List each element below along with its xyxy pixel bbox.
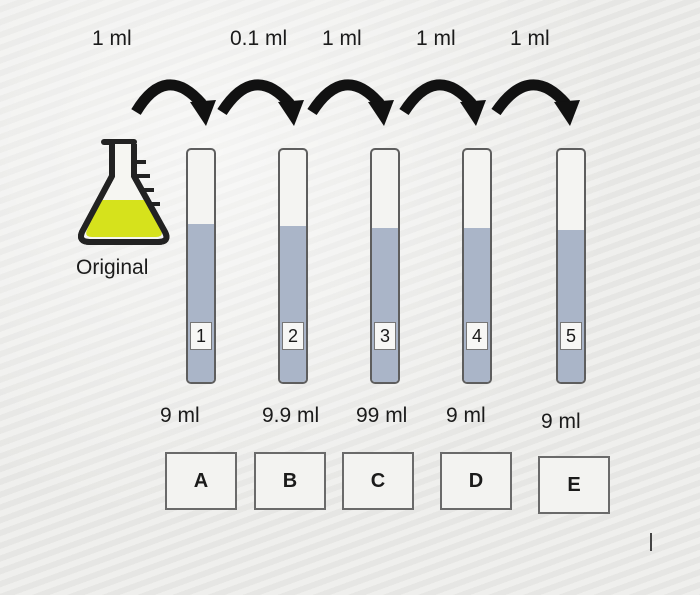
text-cursor <box>650 533 652 551</box>
transfer-volume-4: 1 ml <box>416 27 456 50</box>
diluent-volume-2: 9.9 ml <box>262 404 320 427</box>
answer-box-e[interactable]: E <box>538 456 610 514</box>
transfer-arrowhead-3 <box>368 100 394 126</box>
flask-icon <box>78 139 170 245</box>
transfer-arrow-1 <box>131 79 207 115</box>
diluent-volume-5: 9 ml <box>541 410 581 433</box>
test-tube-4: 4 <box>462 148 492 384</box>
tube-liquid <box>188 224 214 382</box>
transfer-volume-5: 1 ml <box>510 27 550 50</box>
transfer-volume-3: 1 ml <box>322 27 362 50</box>
tube-liquid <box>372 228 398 382</box>
answer-box-b[interactable]: B <box>254 452 326 510</box>
test-tube-1: 1 <box>186 148 216 384</box>
answer-box-d[interactable]: D <box>440 452 512 510</box>
diluent-volume-1: 9 ml <box>160 404 200 427</box>
tube-number-1: 1 <box>190 322 212 350</box>
diluent-volume-4: 9 ml <box>446 404 486 427</box>
transfer-arrowhead-4 <box>460 100 486 126</box>
transfer-volume-1: 1 ml <box>92 27 132 50</box>
tube-liquid <box>464 228 490 382</box>
tube-number-5: 5 <box>560 322 582 350</box>
original-label: Original <box>76 256 149 279</box>
tube-number-4: 4 <box>466 322 488 350</box>
tube-number-3: 3 <box>374 322 396 350</box>
transfer-arrow-5 <box>491 79 571 116</box>
test-tube-2: 2 <box>278 148 308 384</box>
tube-number-2: 2 <box>282 322 304 350</box>
answer-box-c[interactable]: C <box>342 452 414 510</box>
transfer-arrows <box>131 79 580 126</box>
tube-liquid <box>558 230 584 382</box>
transfer-arrow-2 <box>217 79 295 116</box>
transfer-arrowhead-2 <box>278 100 304 126</box>
transfer-arrow-3 <box>307 79 385 116</box>
transfer-volume-2: 0.1 ml <box>230 27 288 50</box>
diluent-volume-3: 99 ml <box>356 404 408 427</box>
transfer-arrow-4 <box>399 79 477 116</box>
transfer-arrowhead-1 <box>190 100 216 126</box>
test-tube-5: 5 <box>556 148 586 384</box>
transfer-arrowhead-5 <box>554 100 580 126</box>
test-tube-3: 3 <box>370 148 400 384</box>
tube-liquid <box>280 226 306 382</box>
answer-box-a[interactable]: A <box>165 452 237 510</box>
